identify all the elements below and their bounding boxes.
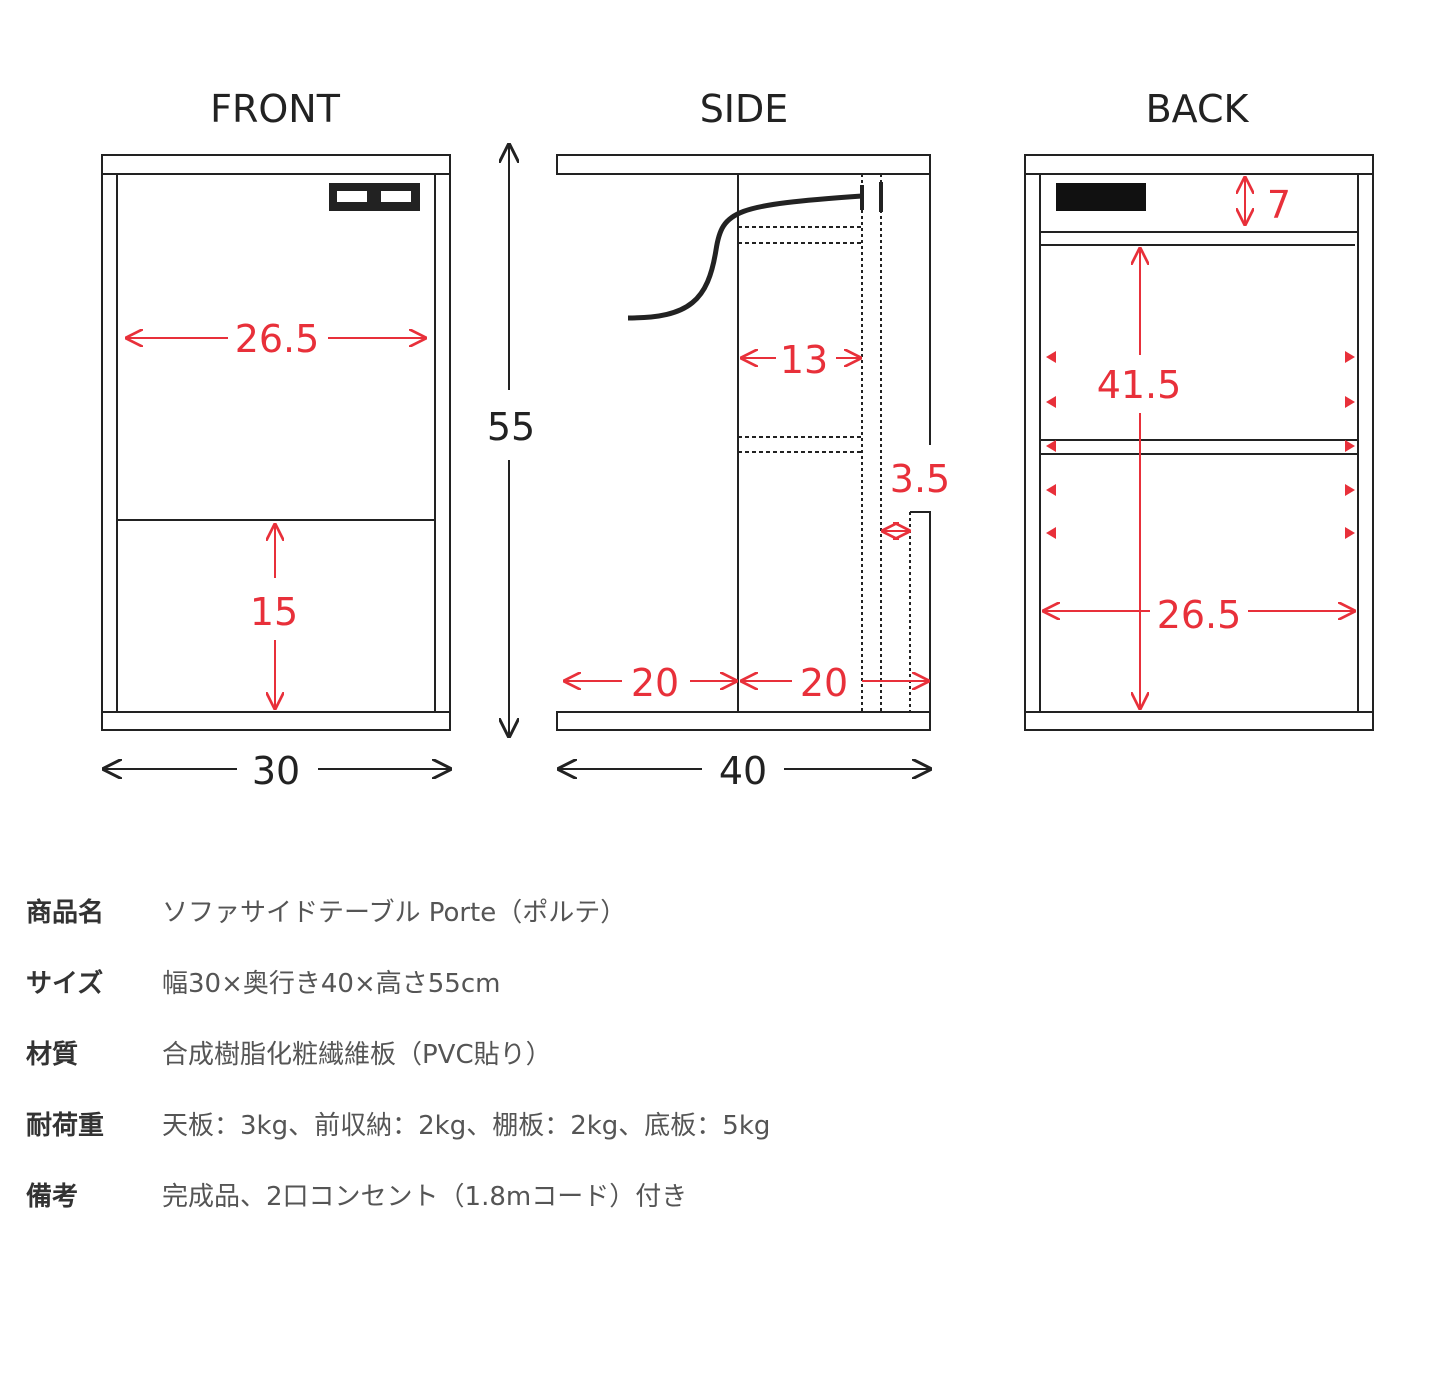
inner-height-label: 41.5 bbox=[1097, 363, 1182, 407]
front-inner-width-label: 26.5 bbox=[235, 317, 320, 361]
back-depth-label: 20 bbox=[800, 661, 848, 705]
front-depth-label: 20 bbox=[631, 661, 679, 705]
spec-value: 合成樹脂化粧繊維板（PVC貼り） bbox=[162, 1040, 552, 1070]
dimension-diagram: FRONT 26.5 15 30 55 SIDE bbox=[101, 87, 1374, 793]
spec-value: 幅30×奥行き40×高さ55cm bbox=[162, 969, 501, 999]
spec-label: 商品名 bbox=[26, 898, 105, 928]
spec-value: 完成品、2口コンセント（1.8mコード）付き bbox=[162, 1182, 688, 1212]
spec-row: 耐荷重 天板：3kg、前収納：2kg、棚板：2kg、底板：5kg bbox=[26, 1105, 770, 1176]
front-lower-height-label: 15 bbox=[250, 590, 298, 634]
spec-row: 商品名 ソファサイドテーブル Porte（ポルテ） bbox=[26, 892, 770, 963]
outlet-icon bbox=[329, 183, 420, 211]
spec-row: 材質 合成樹脂化粧繊維板（PVC貼り） bbox=[26, 1034, 770, 1105]
back-inner-width-label: 26.5 bbox=[1157, 593, 1242, 637]
side-view: SIDE 13 3.5 20 2 bbox=[556, 87, 950, 793]
back-title: BACK bbox=[1146, 87, 1250, 131]
spec-table: 商品名 ソファサイドテーブル Porte（ポルテ） サイズ 幅30×奥行き40×高さ… bbox=[26, 892, 770, 1247]
spec-row: 備考 完成品、2口コンセント（1.8mコード）付き bbox=[26, 1176, 770, 1247]
outlet-back-icon bbox=[1056, 183, 1146, 211]
spec-value: ソファサイドテーブル Porte（ポルテ） bbox=[162, 898, 627, 928]
back-view: BACK 7 41.5 26.5 bbox=[1024, 87, 1374, 731]
shelf-depth-label: 13 bbox=[780, 338, 828, 382]
shelf-pin-markers bbox=[1046, 351, 1355, 539]
spec-label: 備考 bbox=[26, 1182, 79, 1212]
spec-label: サイズ bbox=[26, 969, 104, 999]
front-view: FRONT 26.5 15 30 bbox=[101, 87, 450, 793]
top-height-label: 7 bbox=[1267, 183, 1291, 227]
side-title: SIDE bbox=[700, 87, 789, 131]
depth-label: 40 bbox=[719, 749, 767, 793]
spec-label: 耐荷重 bbox=[26, 1111, 105, 1141]
height-label: 55 bbox=[487, 405, 535, 449]
spec-value: 天板：3kg、前収納：2kg、棚板：2kg、底板：5kg bbox=[162, 1111, 771, 1141]
front-title: FRONT bbox=[210, 87, 341, 131]
power-cord bbox=[627, 193, 863, 321]
spec-row: サイズ 幅30×奥行き40×高さ55cm bbox=[26, 963, 770, 1034]
front-width-label: 30 bbox=[252, 749, 300, 793]
height-dimension: 55 bbox=[487, 145, 535, 736]
spec-label: 材質 bbox=[26, 1040, 79, 1070]
gap-label: 3.5 bbox=[890, 457, 950, 501]
